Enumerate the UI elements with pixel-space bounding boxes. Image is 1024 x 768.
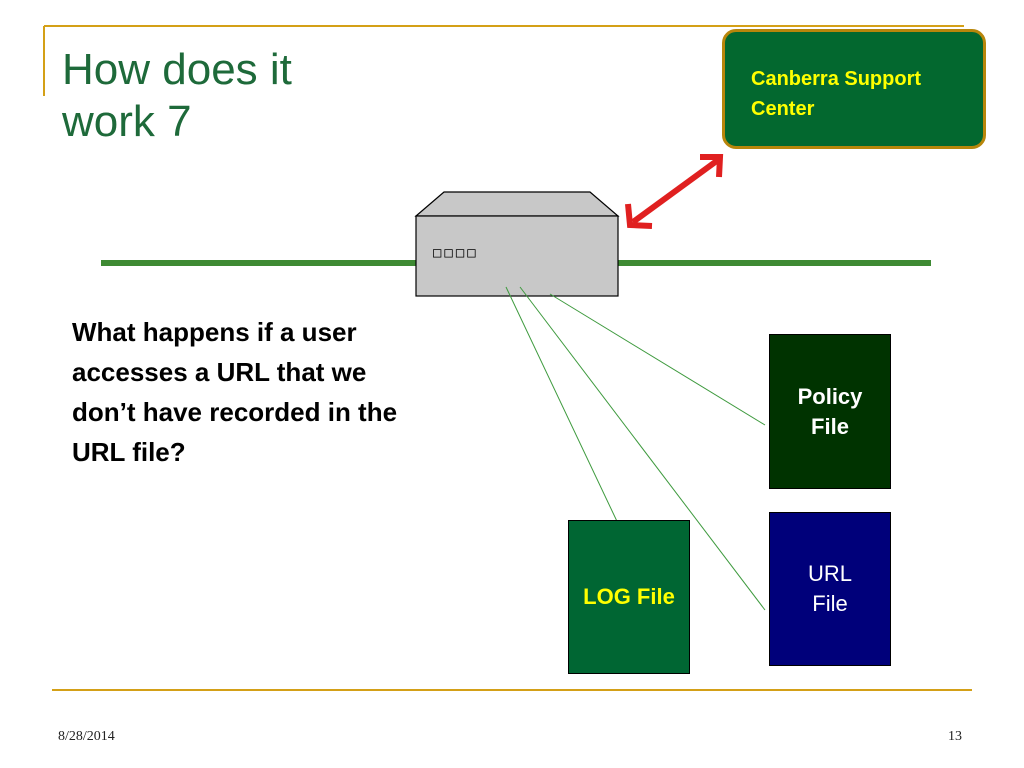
page-number: 13 — [948, 729, 962, 744]
bidirectional-arrow — [625, 154, 724, 229]
connector-to-log — [505, 286, 633, 554]
connector-to-url — [519, 286, 766, 611]
policy-file-box: Policy File — [769, 334, 891, 489]
url-file-box: URL File — [769, 512, 891, 666]
question-line-2: accesses a URL that we — [72, 357, 367, 387]
device-box-top — [414, 191, 620, 217]
policy-label-line-1: Policy — [797, 383, 863, 409]
url-label-line-1: URL — [807, 561, 852, 586]
policy-label-line-2: File — [811, 413, 849, 439]
page-title: How does it work 7 — [62, 44, 292, 148]
support-label-line-2: Center — [751, 98, 815, 120]
device-label: □□□□ — [433, 245, 479, 261]
question-line-3: don’t have recorded in the — [72, 397, 398, 427]
log-file-label: LOG File — [583, 584, 675, 609]
title-line-2: work 7 — [62, 97, 192, 146]
footer-date: 8/28/2014 — [58, 729, 115, 744]
question-line-1: What happens if a user — [72, 317, 357, 347]
url-label-line-2: File — [812, 591, 848, 616]
question-line-4: URL file? — [72, 437, 186, 467]
device-box-front — [415, 215, 619, 297]
question-text: What happens if a user accesses a URL th… — [72, 312, 522, 472]
log-file-box: LOG File — [568, 520, 690, 674]
connector-to-policy — [549, 293, 766, 426]
support-center-label: Canberra Support Center — [751, 64, 981, 124]
support-center-box: Canberra Support Center — [722, 29, 986, 149]
title-line-1: How does it — [62, 45, 292, 94]
support-label-line-1: Canberra Support — [751, 68, 922, 90]
